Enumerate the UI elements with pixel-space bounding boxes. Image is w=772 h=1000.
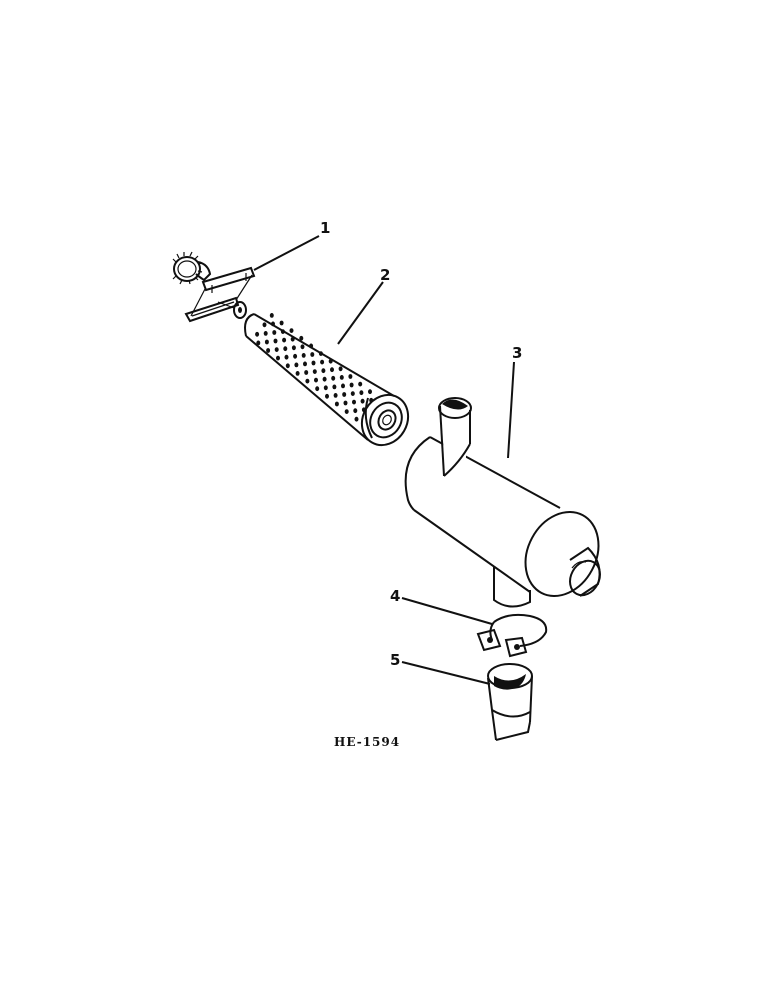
callout-2: 2 — [380, 266, 390, 284]
perforation-dot — [295, 371, 300, 376]
callout-1: 1 — [320, 219, 330, 237]
perforation-dot — [282, 337, 287, 343]
perforation-dot — [283, 346, 288, 352]
perforation-dot — [328, 358, 333, 364]
perforation-dot — [303, 361, 307, 367]
perforation-dot — [311, 360, 316, 366]
perforation-dot — [310, 352, 315, 357]
leader-line-2 — [337, 281, 384, 345]
washer — [217, 301, 247, 319]
perforation-dot — [360, 398, 365, 404]
perforation-dot — [314, 377, 318, 383]
perforation-dot — [256, 340, 261, 346]
perforation-dot — [312, 369, 317, 374]
perforation-dot — [333, 393, 338, 398]
perforation-dot — [348, 374, 353, 379]
leader-lines — [253, 235, 515, 685]
perforation-dot — [284, 354, 289, 360]
perforation-dot — [294, 362, 299, 368]
perforation-dot — [271, 321, 275, 327]
filter-element — [244, 310, 410, 447]
perforation-dot — [368, 389, 372, 395]
perforation-dot — [343, 400, 348, 406]
air-cleaner-body — [404, 397, 601, 608]
perforation-dot — [262, 322, 267, 328]
perforation-dot — [289, 328, 294, 333]
leader-line-1 — [253, 235, 320, 271]
perforation-dot — [269, 313, 274, 318]
perforation-dot — [361, 407, 366, 413]
perforation-dot — [350, 391, 355, 396]
perforation-dot — [272, 330, 277, 335]
perforation-dot — [293, 353, 298, 359]
perforation-dot — [322, 376, 327, 382]
callout-5: 5 — [390, 651, 400, 669]
perforation-dot — [354, 416, 359, 422]
perforation-dot — [369, 397, 374, 403]
perforation-dot — [280, 329, 285, 334]
perforation-dot — [342, 392, 347, 397]
figure-reference: HE-1594 — [334, 735, 400, 749]
perforation-dot — [323, 385, 328, 391]
perforation-dot — [325, 393, 329, 399]
wing-nut-knob — [172, 251, 212, 285]
perforation-dot — [263, 331, 268, 336]
perforation-dot — [291, 345, 296, 351]
perforation-dot — [304, 370, 309, 375]
perforation-dot — [332, 384, 337, 390]
perforation-dot — [264, 339, 269, 345]
perforation-dot — [334, 401, 339, 407]
perforation-dot — [320, 359, 325, 365]
leader-line-5 — [401, 661, 491, 685]
perforation-dot — [349, 382, 354, 388]
rain-cap — [487, 663, 533, 741]
perforation-dot — [301, 353, 306, 358]
perforation-dot — [338, 366, 343, 372]
perforation-dot — [266, 348, 271, 353]
perforation-dot — [309, 343, 314, 349]
perforation-dot — [273, 338, 278, 344]
perforation-dot — [339, 375, 344, 380]
perforation-dot — [341, 383, 345, 389]
perforation-dot — [305, 378, 310, 384]
perforation-dot — [315, 386, 320, 392]
leader-line-3 — [507, 361, 515, 459]
clamp — [476, 613, 548, 658]
retaining-bracket — [184, 266, 256, 323]
callout-3: 3 — [512, 344, 522, 362]
perforation-dot — [318, 351, 323, 356]
perforation-dot — [300, 344, 305, 350]
perforation-dot — [321, 368, 326, 374]
perforation-dot — [330, 367, 334, 373]
perforation-dot — [299, 335, 304, 341]
filter-perforations — [255, 313, 374, 422]
perforation-dot — [285, 363, 290, 369]
perforation-dot — [344, 409, 349, 414]
perforation-dot — [290, 336, 295, 342]
perforation-dot — [279, 320, 284, 326]
perforation-dot — [352, 399, 356, 405]
perforation-dot — [359, 390, 364, 396]
leader-line-4 — [401, 597, 493, 625]
callout-4: 4 — [390, 587, 400, 605]
perforation-dot — [331, 375, 336, 381]
perforation-dot — [274, 347, 279, 352]
wing-nut-assembly — [172, 251, 256, 323]
perforation-dot — [353, 408, 358, 414]
perforation-dot — [358, 381, 363, 387]
perforation-dot — [255, 331, 260, 337]
perforation-dot — [276, 355, 280, 361]
